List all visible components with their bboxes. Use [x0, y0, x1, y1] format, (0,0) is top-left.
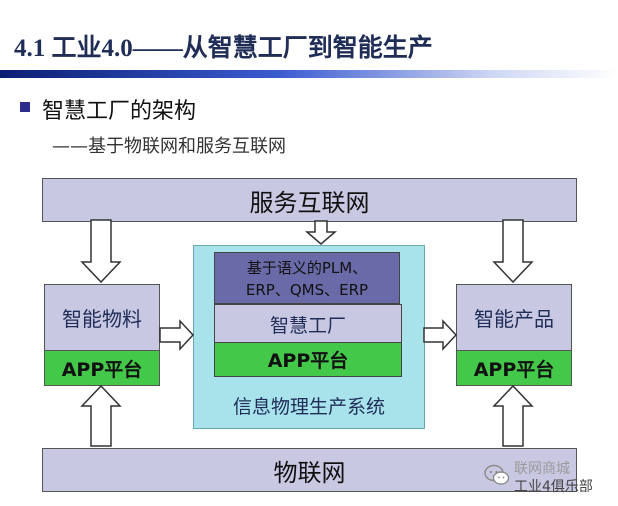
bullet-square-icon — [20, 102, 30, 112]
arrow-down-center-icon — [304, 220, 338, 245]
arrow-right-from-center-icon — [423, 319, 458, 351]
smart-products-label: 智能产品 — [474, 306, 554, 331]
smart-materials-box: 智能物料 APP平台 — [44, 284, 160, 386]
watermark-line2: 工业4俱乐部 — [514, 479, 593, 495]
internet-of-services-label: 服务互联网 — [249, 188, 370, 217]
smart-factory-app-platform: APP平台 — [214, 342, 402, 377]
watermark: 联网商城 工业4俱乐部 — [484, 458, 614, 498]
arrow-down-right-icon — [492, 219, 534, 284]
arrow-right-into-center-icon — [159, 319, 195, 351]
smart-materials-label: 智能物料 — [62, 306, 142, 331]
arrow-up-right-icon — [492, 384, 534, 447]
internet-of-things-label: 物联网 — [273, 458, 346, 487]
semantic-systems-box: 基于语义的PLM、 ERP、QMS、ERP — [214, 252, 400, 304]
wechat-icon — [484, 464, 510, 485]
page-title: 4.1 工业4.0——从智慧工厂到智能生产 — [14, 35, 433, 62]
arrow-up-left-icon — [80, 384, 122, 447]
smart-products-app-platform: APP平台 — [457, 350, 571, 385]
watermark-line1: 联网商城 — [514, 461, 570, 477]
smart-products-box: 智能产品 APP平台 — [456, 284, 572, 386]
internet-of-things-bar: 物联网 — [42, 448, 577, 492]
smart-factory-box: 智慧工厂 — [214, 304, 402, 344]
smart-materials-app-platform: APP平台 — [45, 350, 159, 385]
arrow-down-left-icon — [80, 219, 122, 284]
semantic-systems-line2: ERP、QMS、ERP — [245, 281, 369, 299]
semantic-systems-line1: 基于语义的PLM、 — [246, 259, 368, 277]
section-heading: 智慧工厂的架构 — [42, 99, 197, 124]
section-subtitle: ——基于物联网和服务互联网 — [52, 136, 286, 157]
cyber-physical-production-system: 基于语义的PLM、 ERP、QMS、ERP 智慧工厂 APP平台 信息物理生产系… — [193, 245, 425, 429]
cpps-label: 信息物理生产系统 — [232, 396, 385, 418]
internet-of-services-bar: 服务互联网 — [42, 178, 577, 222]
title-divider — [0, 70, 618, 78]
